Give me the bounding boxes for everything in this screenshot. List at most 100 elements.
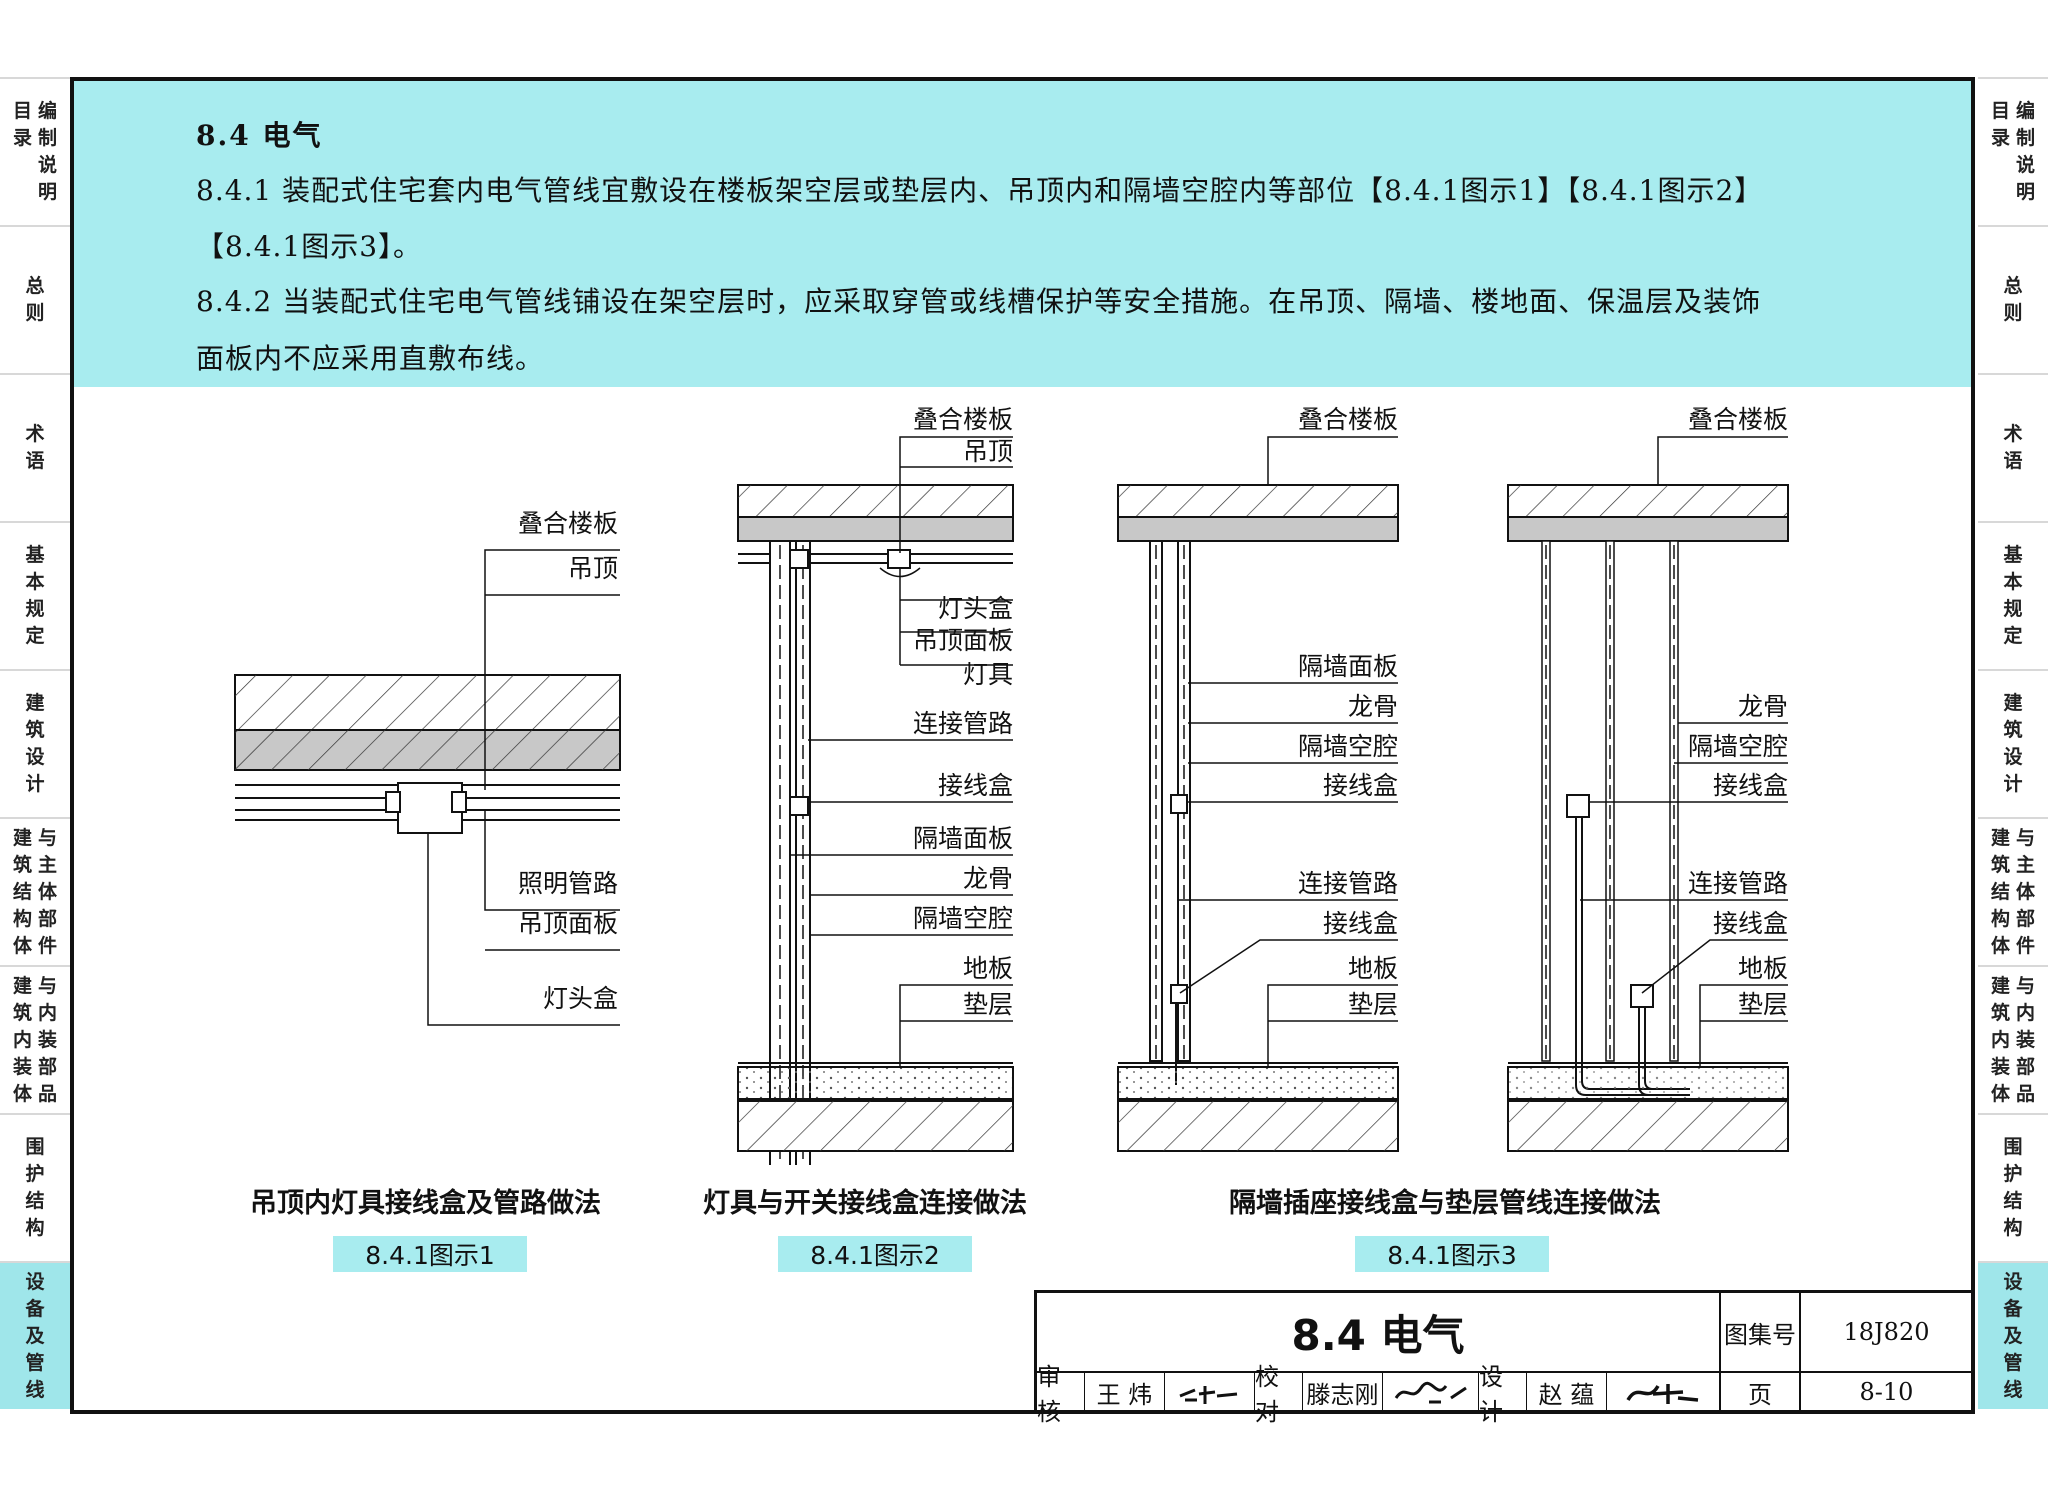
fig1-label-slab: 叠合楼板	[518, 509, 618, 538]
fig2-label-screed: 垫层	[963, 990, 1013, 1019]
side-tab-text: 与主体部件	[38, 826, 58, 957]
left-side-tab-8[interactable]: 设备及管线	[0, 1261, 70, 1409]
left-side-tab-6[interactable]: 与内装部品建筑内装体	[0, 965, 70, 1113]
fig3b-label-conduit: 连接管路	[1688, 869, 1788, 898]
review-label: 审核	[1037, 1363, 1085, 1426]
side-tab-text: 目录	[1990, 100, 2010, 149]
side-tab-text: 编制说明	[38, 100, 58, 203]
right-side-tab-2[interactable]: 术语	[1978, 373, 2048, 521]
side-tab-text: 设备及管线	[25, 1270, 45, 1401]
figure-2-drawing: 叠合楼板 吊顶 灯头盒 吊顶面板 灯具 连接管路 接线盒 隔墙面板 龙骨 隔墙空…	[737, 405, 1014, 1165]
side-tab-text: 建筑设计	[2003, 692, 2023, 795]
fig1-label-ceiling: 吊顶	[568, 554, 618, 583]
side-tab-text: 与主体部件	[2016, 826, 2036, 957]
fig3a-label-junction-box: 接线盒	[1323, 771, 1398, 800]
main-frame	[70, 77, 1975, 1414]
left-side-tab-2[interactable]: 术语	[0, 373, 70, 521]
atlas-label: 图集号	[1721, 1293, 1801, 1373]
fig3b-label-junction-box-2: 接线盒	[1713, 909, 1788, 938]
section-header-band	[74, 81, 1971, 387]
checker-name: 滕志刚	[1303, 1373, 1383, 1411]
right-side-tab-8[interactable]: 设备及管线	[1978, 1261, 2048, 1409]
side-tab-text: 与内装部品	[38, 974, 58, 1105]
side-tab-text: 总则	[25, 275, 45, 324]
side-tab-text: 建筑内装体	[1990, 974, 2010, 1105]
side-tab-text: 建筑结构体	[12, 826, 32, 957]
designer-name: 赵 蕴	[1527, 1373, 1607, 1411]
right-side-tab-4[interactable]: 建筑设计	[1978, 669, 2048, 817]
fig3a-label-stud: 龙骨	[1348, 692, 1398, 721]
side-tab-text: 建筑结构体	[1990, 826, 2010, 957]
left-side-tab-4[interactable]: 建筑设计	[0, 669, 70, 817]
figure-2-tag: 8.4.1图示2	[778, 1236, 972, 1272]
fig2-label-wall-panel: 隔墙面板	[913, 824, 1013, 853]
fig3b-label-floor: 地板	[1738, 954, 1788, 983]
side-tab-text: 目录	[12, 100, 32, 149]
figure-1-caption: 吊顶内灯具接线盒及管路做法	[250, 1188, 601, 1219]
check-label: 校对	[1255, 1363, 1303, 1426]
figure-1-drawing: 叠合楼板 吊顶 照明管路 吊顶面板 灯头盒	[234, 509, 621, 1026]
clause-8-4-1-line2: 【8.4.1图示3】。	[196, 230, 423, 263]
fig3a-label-junction-box-2: 接线盒	[1323, 909, 1398, 938]
right-side-tab-6[interactable]: 与内装部品建筑内装体	[1978, 965, 2048, 1113]
fig3b-label-slab: 叠合楼板	[1688, 405, 1788, 434]
fig2-label-conduit: 连接管路	[913, 709, 1013, 738]
fig3a-label-screed: 垫层	[1348, 990, 1398, 1019]
left-side-tab-0[interactable]: 编制说明目录	[0, 77, 70, 225]
fig2-label-junction-box: 接线盒	[938, 771, 1013, 800]
figure-3-tag: 8.4.1图示3	[1355, 1236, 1549, 1272]
clause-8-4-2-line1: 8.4.2 当装配式住宅电气管线铺设在架空层时，应采取穿管或线槽保护等安全措施。…	[196, 285, 1762, 318]
clause-8-4-2-line2: 面板内不应采用直敷布线。	[196, 342, 545, 375]
title-block: 8.4 电气 图集号 18J820 审核 王 炜 校对 滕志刚 设计 赵 蕴 页…	[1034, 1290, 1975, 1426]
figure-3-caption: 隔墙插座接线盒与垫层管线连接做法	[1229, 1188, 1661, 1219]
right-side-tab-3[interactable]: 基本规定	[1978, 521, 2048, 669]
atlas-number: 18J820	[1801, 1293, 1972, 1373]
page-number: 8-10	[1859, 1378, 1914, 1406]
fig2-label-stud: 龙骨	[963, 864, 1013, 893]
side-tab-text: 术语	[25, 423, 45, 472]
fig2-label-fixture: 灯具	[963, 660, 1013, 689]
figure-3a-drawing: 叠合楼板 隔墙面板 龙骨 隔墙空腔 接线盒 连接管路 接线盒 地板 垫层	[1117, 405, 1399, 1152]
figure-2-caption: 灯具与开关接线盒连接做法	[703, 1188, 1027, 1219]
fig1-label-lamp-box: 灯头盒	[543, 984, 618, 1013]
side-tab-text: 编制说明	[2016, 100, 2036, 203]
design-label: 设计	[1479, 1363, 1527, 1426]
left-side-tab-1[interactable]: 总则	[0, 225, 70, 373]
reviewer-name: 王 炜	[1085, 1373, 1165, 1411]
clause-8-4-1-line1: 8.4.1 装配式住宅套内电气管线宜敷设在楼板架空层或垫层内、吊顶内和隔墙空腔内…	[196, 174, 1764, 207]
fig2-label-floor: 地板	[963, 954, 1013, 983]
fig3b-label-screed: 垫层	[1738, 990, 1788, 1019]
figure-1-tag: 8.4.1图示1	[333, 1236, 527, 1272]
left-side-tab-3[interactable]: 基本规定	[0, 521, 70, 669]
side-tab-text: 围护结构	[2003, 1136, 2023, 1239]
side-tab-text: 术语	[2003, 423, 2023, 472]
fig3b-label-stud: 龙骨	[1738, 692, 1788, 721]
side-tab-text: 建筑设计	[25, 692, 45, 795]
fig3a-label-conduit: 连接管路	[1298, 869, 1398, 898]
section-title: 8.4 电气	[196, 119, 323, 152]
checker-signature	[1383, 1373, 1479, 1411]
fig3a-label-floor: 地板	[1348, 954, 1398, 983]
side-tab-text: 建筑内装体	[12, 974, 32, 1105]
right-side-tab-0[interactable]: 编制说明目录	[1978, 77, 2048, 225]
right-side-tab-7[interactable]: 围护结构	[1978, 1113, 2048, 1261]
left-side-tab-7[interactable]: 围护结构	[0, 1113, 70, 1261]
left-side-tab-5[interactable]: 与主体部件建筑结构体	[0, 817, 70, 965]
side-tab-text: 基本规定	[2003, 544, 2023, 647]
fig1-label-ceiling-panel: 吊顶面板	[518, 909, 618, 938]
reviewer-signature	[1165, 1373, 1255, 1411]
side-tab-text: 总则	[2003, 275, 2023, 324]
figure-3b-drawing: 叠合楼板 龙骨 隔墙空腔 接线盒 连接管路 接线盒 地板 垫层	[1507, 405, 1789, 1152]
fig3b-label-cavity: 隔墙空腔	[1688, 732, 1788, 761]
side-tab-text: 基本规定	[25, 544, 45, 647]
side-tab-text: 与内装部品	[2016, 974, 2036, 1105]
fig2-label-ceiling: 吊顶	[963, 437, 1013, 466]
right-side-tab-1[interactable]: 总则	[1978, 225, 2048, 373]
fig2-label-cavity: 隔墙空腔	[913, 904, 1013, 933]
fig2-label-ceiling-panel: 吊顶面板	[913, 626, 1013, 655]
designer-signature	[1607, 1373, 1721, 1411]
drawing-title: 8.4 电气	[1037, 1293, 1721, 1373]
fig3a-label-slab: 叠合楼板	[1298, 405, 1398, 434]
fig1-label-light-conduit: 照明管路	[518, 869, 618, 898]
right-side-tab-5[interactable]: 与主体部件建筑结构体	[1978, 817, 2048, 965]
